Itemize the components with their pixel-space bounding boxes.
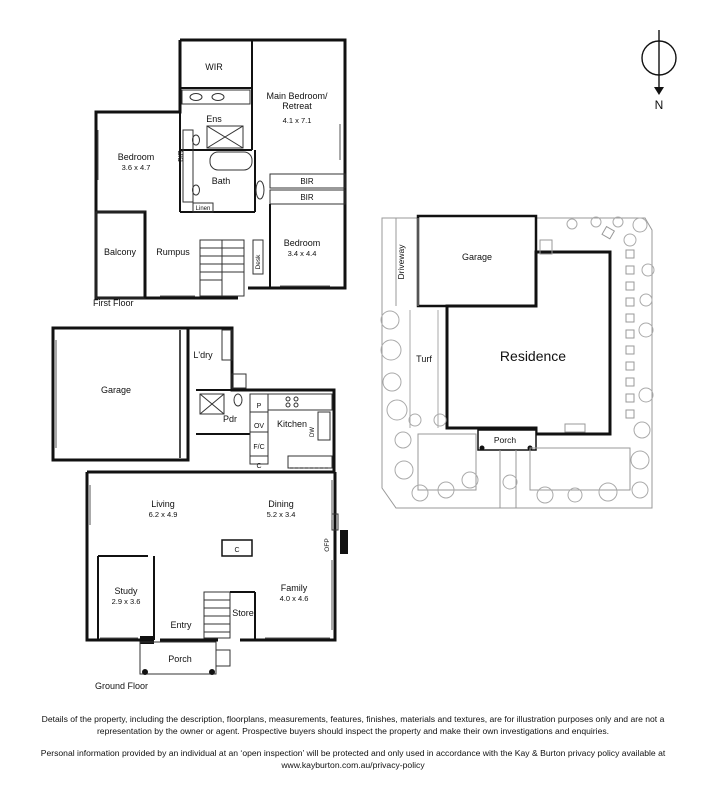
ground-floor-title: Ground Floor: [95, 681, 148, 691]
room-bath: Bath: [212, 176, 231, 186]
room-store: Store: [232, 608, 254, 618]
room-main-bedroom: Main Bedroom/Retreat: [266, 91, 328, 111]
room-porch: Porch: [168, 654, 192, 664]
north-arrow-icon: [641, 30, 677, 95]
room-dining-size: 5.2 x 3.4: [267, 510, 296, 519]
room-entry: Entry: [170, 620, 192, 630]
room-ov: OV: [254, 423, 264, 430]
disclaimer-line-1: Details of the property, including the d…: [41, 714, 665, 724]
room-c-1: C: [256, 463, 261, 470]
disclaimer-line-3: Personal information provided by an indi…: [40, 748, 666, 758]
room-bir-3: BIR: [300, 193, 314, 202]
room-ens: Ens: [206, 114, 222, 124]
room-bir-1: BIR: [178, 150, 185, 162]
room-linen: Linen: [196, 206, 211, 212]
room-bedroom-2-size: 3.4 x 4.4: [288, 249, 317, 258]
room-ofp: OFP: [324, 538, 331, 551]
room-balcony: Balcony: [104, 247, 137, 257]
room-bedroom-2: Bedroom: [284, 238, 321, 248]
first-floor-plan: [94, 38, 347, 300]
site-plan: [380, 214, 655, 509]
room-family-size: 4.0 x 4.6: [280, 594, 309, 603]
room-pdr: Pdr: [223, 414, 237, 424]
disclaimer-line-2: representation by the owner or agent. Pr…: [96, 726, 610, 736]
site-turf: Turf: [416, 354, 432, 364]
site-garage: Garage: [462, 252, 492, 262]
room-wir: WIR: [205, 62, 223, 72]
ground-floor-plan: [51, 326, 348, 675]
first-floor-title: First Floor: [93, 298, 134, 308]
room-living-size: 6.2 x 4.9: [149, 510, 178, 519]
room-living: Living: [151, 499, 175, 509]
room-c-2: C: [234, 547, 239, 554]
site-driveway: Driveway: [396, 244, 406, 280]
room-main-bedroom-size: 4.1 x 7.1: [283, 116, 312, 125]
compass-label: N: [655, 98, 664, 112]
room-dw: DW: [310, 427, 316, 437]
room-ldry: L'dry: [193, 350, 213, 360]
room-family: Family: [281, 583, 308, 593]
room-p: P: [257, 403, 262, 410]
room-bir-2: BIR: [300, 177, 314, 186]
site-porch: Porch: [494, 435, 516, 445]
room-kitchen: Kitchen: [277, 419, 307, 429]
room-fc: F/C: [253, 444, 264, 451]
room-bedroom-1-size: 3.6 x 4.7: [122, 163, 151, 172]
site-residence: Residence: [500, 348, 566, 364]
room-desk: Desk: [255, 254, 262, 270]
room-dining: Dining: [268, 499, 294, 509]
room-garage: Garage: [101, 385, 131, 395]
room-bedroom-1: Bedroom: [118, 152, 155, 162]
room-study-size: 2.9 x 3.6: [112, 597, 141, 606]
room-rumpus: Rumpus: [156, 247, 190, 257]
room-study: Study: [114, 586, 138, 596]
privacy-policy-link[interactable]: www.kayburton.com.au/privacy-policy: [281, 760, 425, 770]
